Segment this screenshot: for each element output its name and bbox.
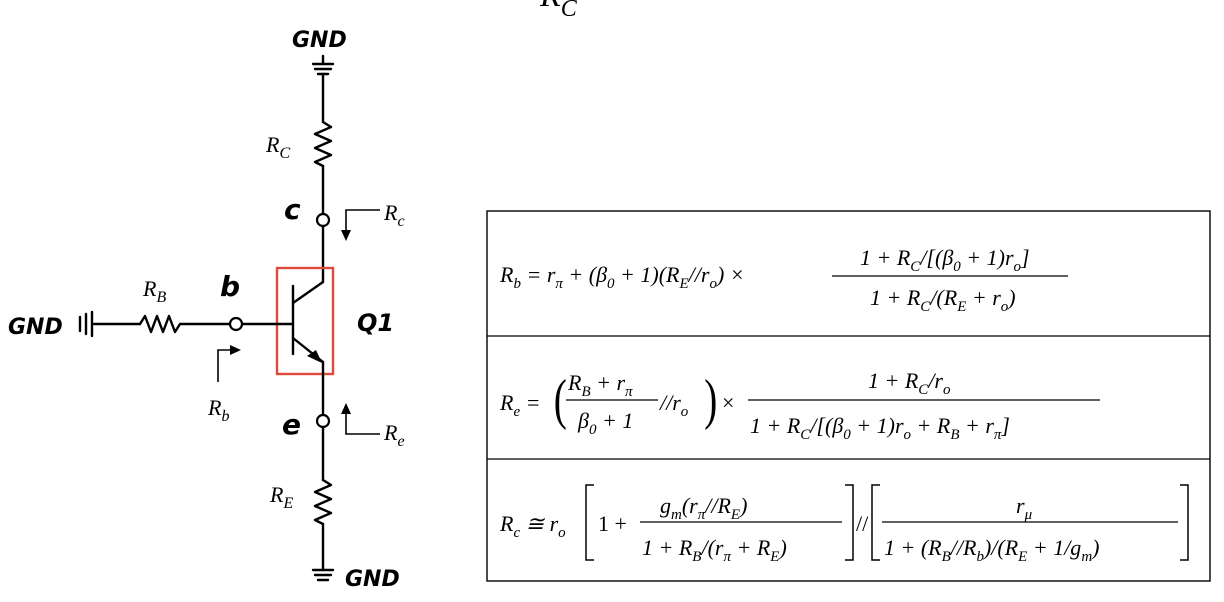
svg-text://: // xyxy=(856,511,869,536)
gnd-left-symbol xyxy=(78,310,94,338)
re-resistor xyxy=(313,478,333,526)
circuit: GND RC c Rc Q1 b RB xyxy=(8,28,405,592)
svg-text:1 + RC/(RE + ro): 1 + RC/(RE + ro) xyxy=(870,285,1016,315)
node-e-label: e xyxy=(282,408,301,441)
node-b-label: b xyxy=(220,270,240,303)
rb-label: RB xyxy=(142,276,166,306)
equation-rb: Rb = rπ + (β0 + 1)(RE//ro) × 1 + RC/[(β0… xyxy=(499,245,1068,315)
arrow-re-label: Re xyxy=(383,420,405,450)
equation-rc: Rc ≅ ro 1 + gm(rπ//RE) 1 + RB/(rπ + RE) … xyxy=(499,484,1189,565)
node-c[interactable] xyxy=(315,212,331,228)
gnd-left-label: GND xyxy=(8,315,63,340)
transistor-collector-lead xyxy=(291,280,325,305)
transistor-highlight xyxy=(275,266,335,376)
re-label: RE xyxy=(269,482,293,512)
svg-text:Rb = rπ + (β0 + 1)(RE//ro) ×: Rb = rπ + (β0 + 1)(RE//ro) × xyxy=(499,262,745,292)
gnd-bottom-symbol xyxy=(311,568,335,582)
svg-text:1 +: 1 + xyxy=(598,511,627,536)
rc-label: RC xyxy=(265,132,290,162)
node-b[interactable] xyxy=(228,316,244,332)
svg-text:Rc ≅ ro: Rc ≅ ro xyxy=(499,511,566,541)
equation-table-border xyxy=(486,210,1211,582)
svg-text:(: ( xyxy=(554,369,567,430)
node-e[interactable] xyxy=(315,413,331,429)
rb-resistor xyxy=(138,314,232,334)
arrow-rb-label: Rb xyxy=(207,395,229,425)
svg-text://ro: //ro xyxy=(658,390,689,420)
svg-text:1 + RC/[(β0 + 1)ro]: 1 + RC/[(β0 + 1)ro] xyxy=(860,245,1030,275)
svg-text:rμ: rμ xyxy=(1016,493,1033,523)
arrow-re-head xyxy=(341,403,351,414)
arrow-rc-head xyxy=(341,230,351,241)
gnd-top-symbol xyxy=(311,54,335,76)
emitter-arrow-icon xyxy=(307,350,322,363)
equation-table: Rb = rπ + (β0 + 1)(RE//ro) × 1 + RC/[(β0… xyxy=(486,210,1211,582)
gnd-bottom-label: GND xyxy=(345,567,400,592)
svg-text:1 + (RB//Rb)/(RE + 1/gm): 1 + (RB//Rb)/(RE + 1/gm) xyxy=(884,535,1099,565)
node-c-label: c xyxy=(284,193,301,226)
transistor-label: Q1 xyxy=(357,309,394,337)
arrow-re xyxy=(345,406,380,435)
arrow-rb xyxy=(217,349,236,382)
svg-text:1 + RC/ro: 1 + RC/ro xyxy=(868,368,951,398)
svg-text:gm(rπ//RE): gm(rπ//RE) xyxy=(660,493,747,523)
gnd-top-label: GND xyxy=(292,28,347,53)
top-rc-label: RC xyxy=(539,0,578,22)
svg-text:1 + RC/[(β0 + 1)ro + RB + rπ]: 1 + RC/[(β0 + 1)ro + RB + rπ] xyxy=(750,413,1010,443)
arrow-rb-head xyxy=(230,345,241,355)
arrow-rc-label: Rc xyxy=(383,200,405,230)
arrow-rc xyxy=(345,209,380,238)
svg-text:×: × xyxy=(722,390,734,415)
equation-re: Re = ( RB + rπ β0 + 1 //ro ) × 1 + RC/ro… xyxy=(499,368,1100,443)
svg-text:Re =: Re = xyxy=(499,390,540,420)
svg-text:): ) xyxy=(704,369,717,430)
svg-text:β0 + 1: β0 + 1 xyxy=(577,408,633,438)
svg-text:RB + rπ: RB + rπ xyxy=(567,370,633,400)
rc-resistor xyxy=(313,120,333,168)
svg-text:1 + RB/(rπ + RE): 1 + RB/(rπ + RE) xyxy=(642,535,787,565)
